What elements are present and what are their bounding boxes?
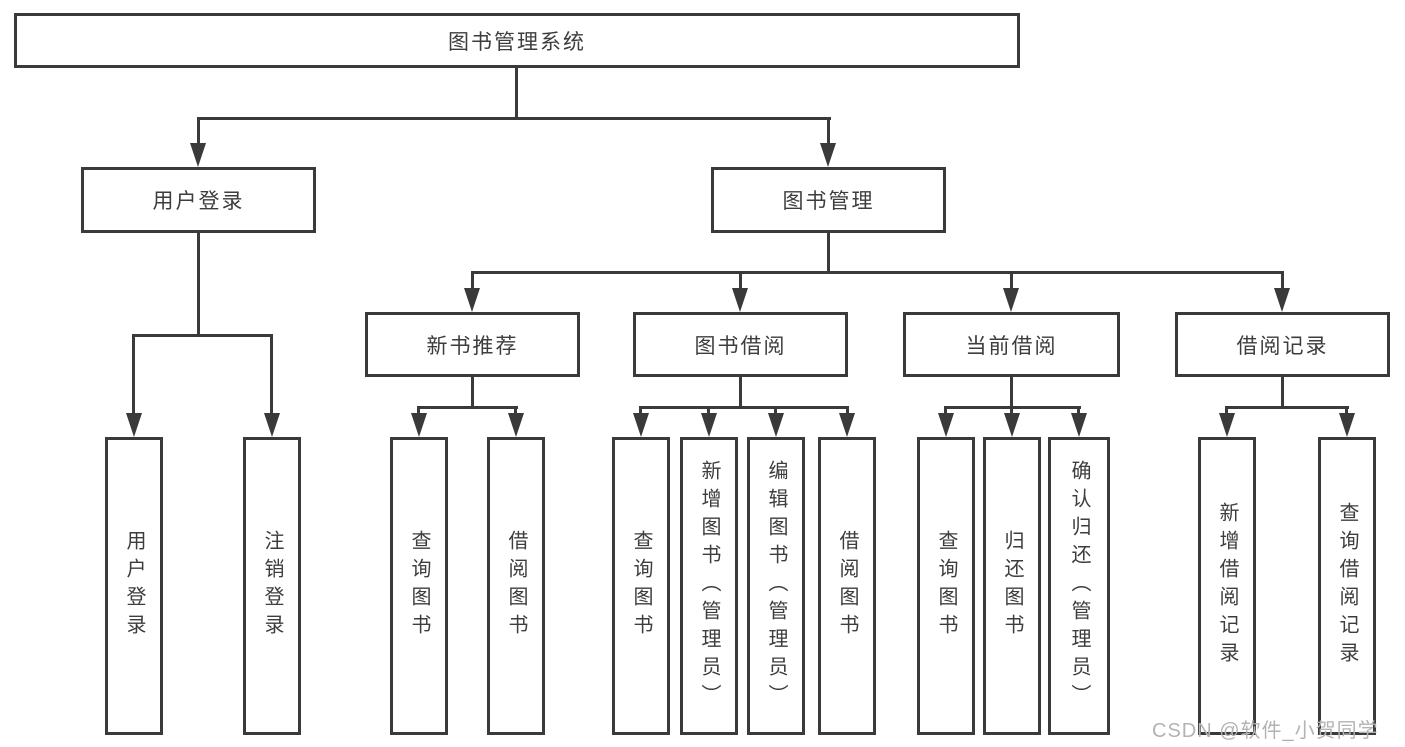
connector-bb-query-shaft — [639, 406, 642, 418]
connector-borrow-bar — [639, 406, 849, 409]
arrow-down-icon — [1219, 413, 1235, 437]
node-library-system: 图书管理系统 — [14, 13, 1020, 68]
connector-br-query-shaft — [1345, 406, 1348, 418]
connector-rec-borrow-shaft — [514, 406, 517, 418]
arrow-down-icon — [820, 143, 836, 167]
connector-user-login-bar — [132, 334, 273, 337]
node-edit-books-admin-leaf: 编辑图书（管理员） — [747, 437, 805, 735]
connector-record-bar — [1225, 406, 1349, 409]
node-label: 查询图书 — [935, 530, 957, 642]
connector-record-stem — [1281, 377, 1284, 409]
node-label: 查询图书 — [630, 530, 652, 642]
node-query-books-leaf: 查询图书 — [612, 437, 670, 735]
arrow-down-icon — [411, 413, 427, 437]
node-borrow-record: 借阅记录 — [1175, 312, 1390, 377]
node-label: 编辑图书（管理员） — [765, 460, 787, 712]
node-label: 查询图书 — [408, 530, 430, 642]
node-label: 归还图书 — [1001, 530, 1023, 642]
node-label: 图书管理系统 — [448, 30, 586, 54]
connector-rec-query-shaft — [417, 406, 420, 418]
node-label: 查询借阅记录 — [1336, 502, 1358, 670]
connector-bb-borrow-shaft — [846, 406, 849, 418]
node-borrow-books-leaf: 借阅图书 — [487, 437, 545, 735]
connector-record-shaft — [1281, 271, 1284, 291]
connector-borrow-stem — [739, 377, 742, 409]
connector-root-bar — [197, 117, 831, 120]
node-query-books-leaf: 查询图书 — [390, 437, 448, 735]
connector-book-mgmt-stem — [827, 233, 830, 274]
node-new-book-recommend: 新书推荐 — [365, 312, 580, 377]
node-add-books-admin-leaf: 新增图书（管理员） — [680, 437, 738, 735]
connector-user-login-stem — [197, 233, 200, 336]
arrow-down-icon — [190, 143, 206, 167]
node-current-borrow: 当前借阅 — [903, 312, 1120, 377]
connector-rec-bar — [417, 406, 518, 409]
arrow-down-icon — [1274, 288, 1290, 312]
node-return-books-leaf: 归还图书 — [983, 437, 1041, 735]
arrow-down-icon — [732, 288, 748, 312]
connector-cb-return-shaft — [1010, 406, 1013, 418]
node-book-management: 图书管理 — [711, 167, 946, 233]
csdn-watermark: CSDN @软件_小贺同学 — [1152, 720, 1379, 742]
node-label: 当前借阅 — [965, 334, 1058, 358]
arrow-down-icon — [1004, 413, 1020, 437]
arrow-down-icon — [464, 288, 480, 312]
node-label: 新增图书（管理员） — [698, 460, 720, 712]
node-label: 图书借阅 — [694, 334, 787, 358]
arrow-down-icon — [264, 413, 280, 437]
connector-br-add-shaft — [1225, 406, 1228, 418]
node-user-login: 用户登录 — [81, 167, 316, 233]
arrow-down-icon — [508, 413, 524, 437]
connector-book-mgmt-shaft — [827, 117, 830, 147]
node-label: 图书管理 — [782, 190, 875, 213]
arrow-down-icon — [1003, 288, 1019, 312]
arrow-down-icon — [839, 413, 855, 437]
node-confirm-return-admin-leaf: 确认归还（管理员） — [1048, 437, 1110, 735]
node-label: 新增借阅记录 — [1216, 502, 1238, 670]
connector-current-stem — [1010, 377, 1013, 409]
node-add-borrow-record-leaf: 新增借阅记录 — [1198, 437, 1256, 735]
connector-bb-edit-shaft — [774, 406, 777, 418]
node-label: 借阅图书 — [505, 530, 527, 642]
connector-bb-add-shaft — [707, 406, 710, 418]
connector-root-stem — [515, 68, 518, 120]
arrow-down-icon — [633, 413, 649, 437]
node-query-books-leaf: 查询图书 — [917, 437, 975, 735]
arrow-down-icon — [1339, 413, 1355, 437]
node-label: 借阅记录 — [1236, 334, 1329, 358]
connector-book-mgmt-bar — [471, 271, 1284, 274]
node-label: 借阅图书 — [836, 530, 858, 642]
connector-current-shaft — [1010, 271, 1013, 291]
arrow-down-icon — [126, 413, 142, 437]
connector-cb-confirm-shaft — [1077, 406, 1080, 418]
node-label: 用户登录 — [152, 190, 245, 213]
arrow-down-icon — [938, 413, 954, 437]
node-logout-leaf: 注销登录 — [243, 437, 301, 735]
connector-user-login-shaft — [197, 117, 200, 147]
node-borrow-books-leaf: 借阅图书 — [818, 437, 876, 735]
node-user-login-leaf: 用户登录 — [105, 437, 163, 735]
node-label: 确认归还（管理员） — [1068, 460, 1090, 712]
connector-rec-stem — [471, 377, 474, 409]
node-query-borrow-record-leaf: 查询借阅记录 — [1318, 437, 1376, 735]
node-label: 注销登录 — [261, 530, 283, 642]
connector-rec-shaft — [471, 271, 474, 291]
node-label: 新书推荐 — [426, 334, 519, 358]
arrow-down-icon — [1071, 413, 1087, 437]
arrow-down-icon — [701, 413, 717, 437]
arrow-down-icon — [768, 413, 784, 437]
connector-logout-shaft — [270, 334, 273, 416]
node-label: 用户登录 — [123, 530, 145, 642]
connector-login-shaft — [132, 334, 135, 416]
connector-cb-query-shaft — [944, 406, 947, 418]
connector-borrow-shaft — [739, 271, 742, 291]
node-book-borrow: 图书借阅 — [633, 312, 848, 377]
